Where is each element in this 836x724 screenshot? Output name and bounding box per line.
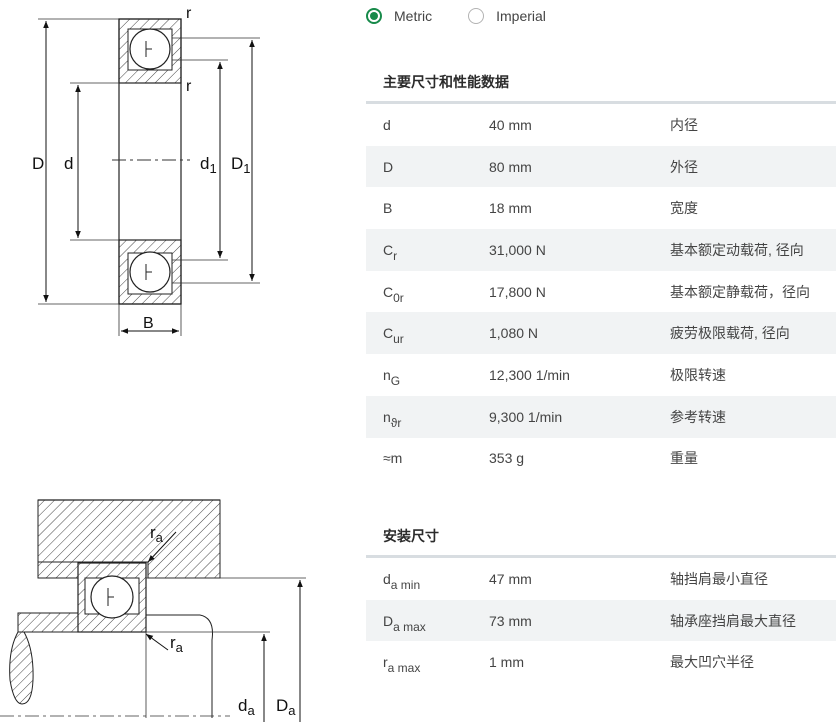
symbol-subscript: a min — [390, 577, 421, 592]
symbol-cell: ≈m — [366, 450, 489, 466]
description-cell: 基本额定动载荷, 径向 — [670, 241, 804, 258]
table-row: B 18 mm 宽度 — [366, 187, 836, 229]
description-cell: 最大凹穴半径 — [670, 654, 754, 671]
value-cell: 80 mm — [489, 158, 532, 175]
label-D1: D1 — [231, 154, 251, 176]
description-cell: 内径 — [670, 116, 698, 133]
description-cell: 极限转速 — [670, 366, 726, 383]
symbol: D — [383, 158, 394, 175]
symbol: n — [383, 366, 391, 383]
description-cell: 宽度 — [670, 200, 698, 217]
symbol-cell: Cr — [366, 241, 489, 263]
imperial-label: Imperial — [496, 8, 546, 24]
symbol-cell: nϑr — [366, 408, 489, 430]
value-cell: 353 g — [489, 450, 525, 467]
label-r-mid: r — [186, 78, 192, 95]
symbol-cell: B — [366, 200, 489, 216]
symbol-subscript: a max — [387, 661, 421, 676]
symbol: n — [383, 408, 391, 425]
symbol-cell: ra max — [366, 654, 489, 675]
mounting-dimensions-title: 安装尺寸 — [383, 528, 439, 544]
description-cell: 外径 — [670, 158, 698, 175]
symbol-subscript: G — [390, 373, 401, 388]
symbol-subscript: ur — [393, 332, 404, 347]
label-ra-top: ra — [150, 523, 164, 545]
value-cell: 9,300 1/min — [489, 408, 563, 425]
housing-seat — [37, 561, 79, 579]
symbol-subscript: 0r — [393, 290, 404, 305]
symbol-cell: d — [366, 117, 489, 133]
imperial-radio[interactable] — [468, 8, 485, 24]
label-D: D — [32, 154, 44, 173]
main-dimensions-title: 主要尺寸和性能数据 — [383, 74, 509, 90]
symbol: d — [383, 116, 391, 133]
description-cell: 基本额定静载荷，径向 — [670, 283, 810, 300]
label-d1: d1 — [200, 154, 217, 176]
symbol-subscript: a max — [393, 619, 426, 634]
symbol: C — [383, 241, 394, 258]
shaft-end — [9, 631, 34, 705]
symbol: r — [383, 654, 388, 671]
table-divider — [366, 101, 836, 104]
description-cell: 轴承座挡肩最大直径 — [670, 612, 796, 629]
value-cell: 31,000 N — [489, 241, 546, 258]
symbol: C — [383, 325, 394, 342]
table-row: d 40 mm 内径 — [366, 104, 836, 146]
label-B: B — [143, 315, 154, 332]
symbol-subscript: r — [393, 248, 398, 263]
symbol: B — [383, 200, 393, 217]
symbol-cell: nG — [366, 366, 489, 388]
metric-radio[interactable] — [366, 8, 382, 24]
symbol: C — [383, 283, 394, 300]
symbol-subscript: ϑr — [390, 415, 402, 430]
symbol-cell: C0r — [366, 283, 489, 305]
symbol-cell: D — [366, 159, 489, 175]
metric-label: Metric — [394, 8, 433, 24]
value-cell: 12,300 1/min — [489, 366, 570, 383]
description-cell: 疲劳极限载荷, 径向 — [670, 325, 790, 342]
symbol-cell: Da max — [366, 612, 489, 634]
symbol: D — [383, 612, 394, 629]
description-cell: 轴挡肩最小直径 — [670, 570, 768, 587]
value-cell: 40 mm — [489, 116, 532, 133]
value-cell: 47 mm — [489, 570, 532, 587]
table-row: ≈m 353 g 重量 — [366, 438, 836, 480]
symbol-cell: da min — [366, 570, 489, 592]
label-d: d — [64, 154, 73, 173]
dimension-drawing: D d d1 D1 B r r — [32, 5, 260, 336]
value-cell: 17,800 N — [489, 283, 546, 300]
symbol: d — [383, 570, 391, 587]
shaft-section — [17, 612, 79, 633]
label-ra-bottom: ra — [170, 633, 184, 655]
bearing-bore-outline — [118, 18, 182, 305]
label-da: da — [238, 696, 255, 718]
table-divider — [366, 555, 836, 558]
value-cell: 73 mm — [489, 612, 532, 629]
metric-option[interactable]: Metric — [366, 8, 432, 24]
imperial-option[interactable]: Imperial — [468, 8, 546, 24]
mounting-drawing: ra ra da Da — [0, 499, 306, 722]
symbol-cell: Cur — [366, 325, 489, 346]
value-cell: 1 mm — [489, 654, 524, 671]
description-cell: 重量 — [670, 450, 698, 467]
label-r-top: r — [186, 5, 192, 22]
unit-toggle: Metric Imperial — [366, 5, 582, 27]
symbol: ≈m — [383, 450, 403, 467]
table-row: D 80 mm 外径 — [366, 145, 836, 188]
value-cell: 18 mm — [489, 200, 532, 217]
description-cell: 参考转速 — [670, 408, 726, 425]
value-cell: 1,080 N — [489, 325, 539, 342]
bearing-drawings: D d d1 D1 B r r ra ra da Da — [0, 5, 306, 722]
label-Da: Da — [276, 696, 296, 718]
